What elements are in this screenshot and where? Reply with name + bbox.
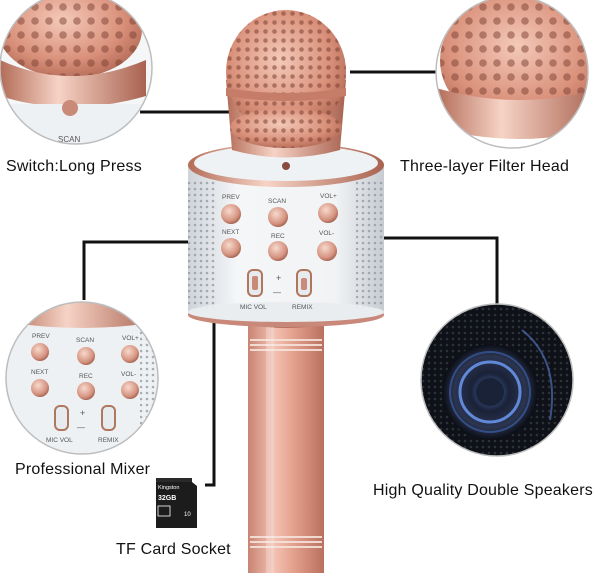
switch-detail-circle: SCAN <box>0 0 153 145</box>
mixer-callout-label: Professional Mixer <box>15 461 151 478</box>
detail-minus-sign: — <box>77 423 85 432</box>
next-button[interactable] <box>221 238 241 258</box>
rec-label: REC <box>271 233 285 240</box>
prev-label: PREV <box>222 194 240 201</box>
detail-rec-label: REC <box>79 373 93 380</box>
control-panel: PREV SCAN VOL+ NEXT REC VOL- + — MIC VOL… <box>221 193 338 311</box>
sd-class: 10 <box>184 512 191 518</box>
vol-minus-label: VOL- <box>319 230 334 237</box>
detail-plus-sign: + <box>80 408 85 418</box>
speaker-detail-circle <box>420 303 574 457</box>
detail-scan-label-2: SCAN <box>76 337 94 344</box>
detail-vol-plus-label: VOL+ <box>122 335 139 342</box>
vol-plus-button[interactable] <box>318 203 338 223</box>
tf-card-callout-label: TF Card Socket <box>116 541 231 558</box>
minus-sign: — <box>273 288 281 297</box>
mic-vol-label: MIC VOL <box>240 304 267 311</box>
next-label: NEXT <box>222 229 239 236</box>
detail-mic-vol-label: MIC VOL <box>46 437 73 444</box>
vol-minus-button[interactable] <box>317 241 337 261</box>
mixer-detail-circle: PREV SCAN VOL+ NEXT REC VOL- + — MIC VOL… <box>5 301 159 455</box>
sd-capacity: 32GB <box>158 495 176 502</box>
rec-button[interactable] <box>268 241 288 261</box>
remix-label: REMIX <box>292 304 313 311</box>
filter-head-callout-label: Three-layer Filter Head <box>400 158 570 175</box>
detail-prev-label: PREV <box>32 333 50 340</box>
detail-remix-label: REMIX <box>98 437 119 444</box>
detail-scan-label: SCAN <box>58 135 80 144</box>
speakers-callout-label: High Quality Double Speakers <box>373 482 593 499</box>
scan-button[interactable] <box>268 207 288 227</box>
plus-sign: + <box>276 273 281 283</box>
vol-plus-label: VOL+ <box>320 193 337 200</box>
scan-label: SCAN <box>268 198 286 205</box>
switch-callout-label: Switch:Long Press <box>6 158 142 175</box>
sd-brand: Kingston <box>158 485 179 491</box>
detail-next-label: NEXT <box>31 369 48 376</box>
tf-card: Kingston 32GB 10 <box>156 478 197 528</box>
detail-vol-minus-label: VOL- <box>121 371 136 378</box>
microphone: PREV SCAN VOL+ NEXT REC VOL- + — MIC VOL… <box>188 10 384 573</box>
prev-button[interactable] <box>221 204 241 224</box>
filter-head-detail-circle <box>435 0 589 149</box>
